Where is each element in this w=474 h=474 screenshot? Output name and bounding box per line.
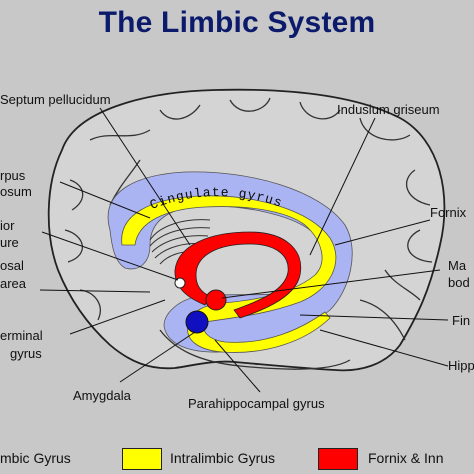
label-anterior-commissure-1: ior (0, 218, 15, 233)
brain-outline (47, 88, 446, 372)
label-hippocampus: Hipp (448, 358, 474, 373)
label-amygdala: Amygdala (73, 388, 131, 403)
intralimbic-gyrus-region (121, 195, 337, 353)
label-subcallosal-area-1: osal (0, 258, 24, 273)
anterior-commissure (174, 277, 186, 289)
legend-swatch-intralimbic-gyrus (122, 448, 162, 470)
label-fimbria: Fin (452, 313, 471, 328)
legend-label-fornix: Fornix & Inn (368, 450, 444, 466)
label-mammillary-body-1: Ma (448, 258, 467, 273)
amygdala-region (185, 310, 209, 334)
legend-label-limbic-gyrus: mbic Gyrus (0, 450, 71, 466)
label-anterior-commissure-2: ure (0, 235, 19, 250)
label-fornix: Fornix (430, 205, 467, 220)
leader-lines (39, 107, 449, 393)
label-septum-pellucidum: Septum pellucidum (0, 92, 111, 107)
mammillary-body (205, 289, 227, 311)
label-mammillary-body-2: bod (448, 275, 470, 290)
legend-swatch-fornix (318, 448, 358, 470)
label-corpus-callosum-1: rpus (0, 168, 26, 183)
label-paraterminal-gyrus-2: gyrus (10, 346, 42, 361)
label-corpus-callosum-2: osum (0, 184, 32, 199)
label-indusium-griseum: Indusium griseum (337, 102, 440, 117)
sulci-lines (64, 97, 433, 341)
page-title: The Limbic System (98, 6, 376, 39)
label-parahippocampal-gyrus: Parahippocampal gyrus (188, 396, 325, 411)
label-paraterminal-gyrus-1: erminal (0, 328, 43, 343)
label-subcallosal-area-2: area (0, 276, 27, 291)
brainstem-outline (159, 329, 351, 370)
legend-label-intralimbic-gyrus: Intralimbic Gyrus (170, 450, 276, 466)
